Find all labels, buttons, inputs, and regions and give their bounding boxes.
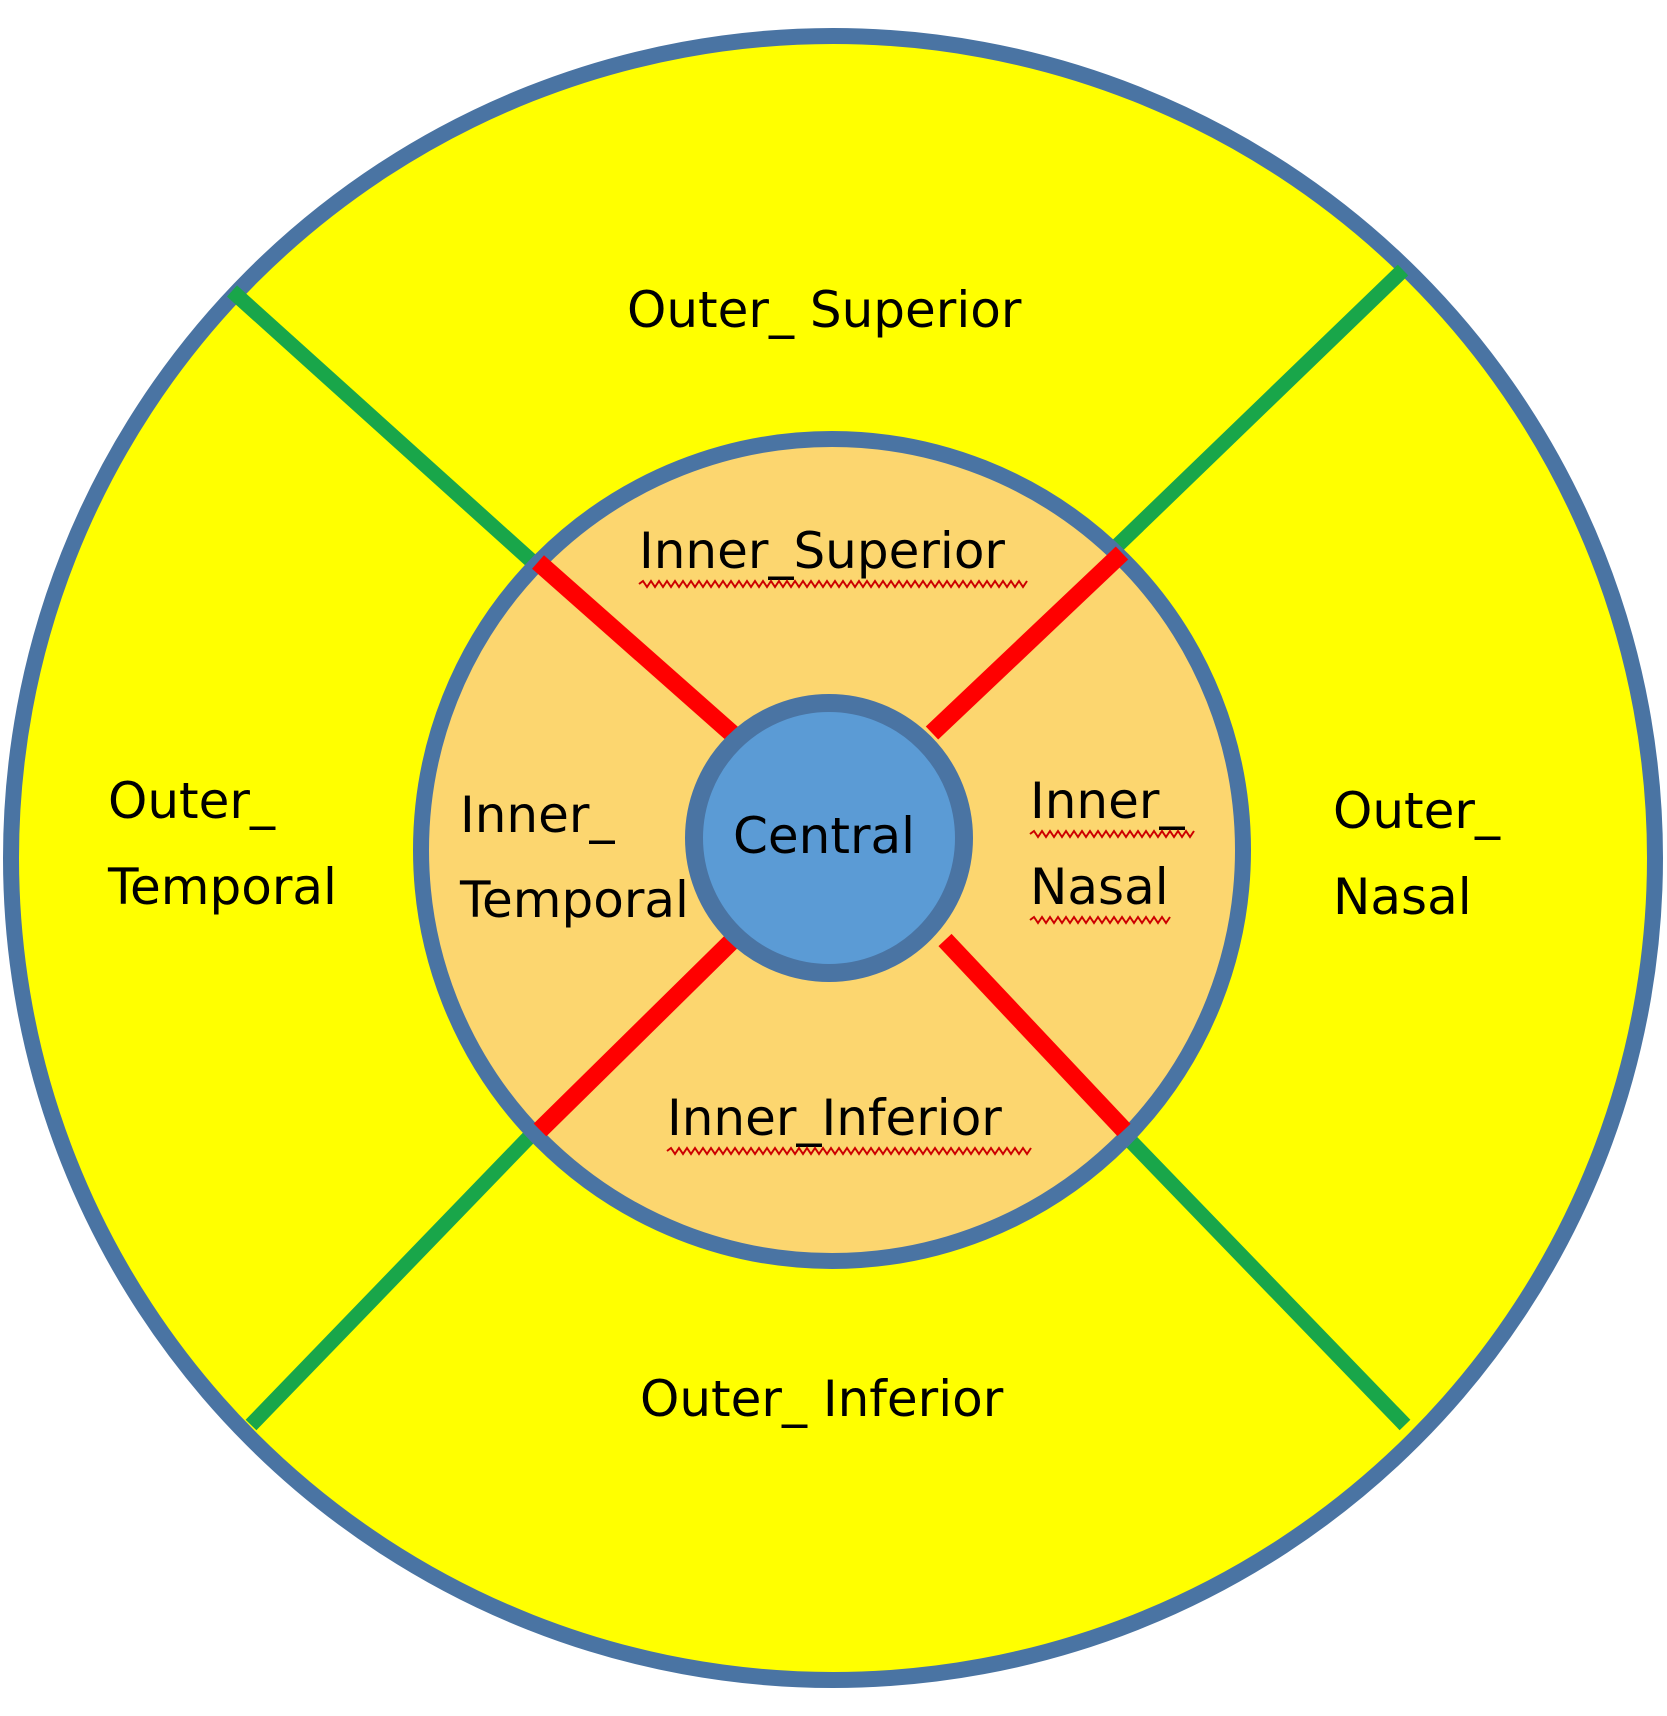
squiggle-inner-superior	[638, 579, 1028, 589]
outer-superior-label: Outer_ Superior	[627, 281, 1022, 339]
outer-divider-top-left	[226, 285, 542, 571]
inner-divider-bottom-right	[938, 933, 1131, 1137]
outer-nasal-label: Outer_ Nasal	[1333, 782, 1516, 926]
inner-divider-bottom-left	[533, 933, 740, 1137]
squiggle-inner-nasal-line2	[1029, 915, 1171, 925]
outer-divider-bottom-right	[1114, 1124, 1411, 1431]
outer-divider-bottom-left	[245, 1124, 542, 1431]
outer-inferior-label: Outer_ Inferior	[640, 1370, 1004, 1428]
outer-temporal-label: Outer_ Temporal	[107, 772, 337, 916]
central-zone	[685, 694, 973, 982]
squiggle-inner-nasal-line1	[1029, 829, 1195, 839]
squiggle-inner-inferior	[666, 1146, 1032, 1156]
inner-inferior-label: Inner_Inferior	[667, 1089, 1002, 1147]
inner-divider-top-right	[925, 546, 1129, 740]
outer-divider-top-right	[1112, 264, 1409, 551]
inner-divider-top-left	[532, 555, 743, 745]
inner-nasal-label: Inner_ Nasal	[1030, 772, 1200, 916]
inner-superior-label: Inner_Superior	[639, 522, 1005, 580]
spellcheck-underlines	[638, 579, 1195, 1156]
inner-temporal-label: Inner_ Temporal	[459, 786, 689, 929]
central-label: Central	[733, 807, 915, 865]
